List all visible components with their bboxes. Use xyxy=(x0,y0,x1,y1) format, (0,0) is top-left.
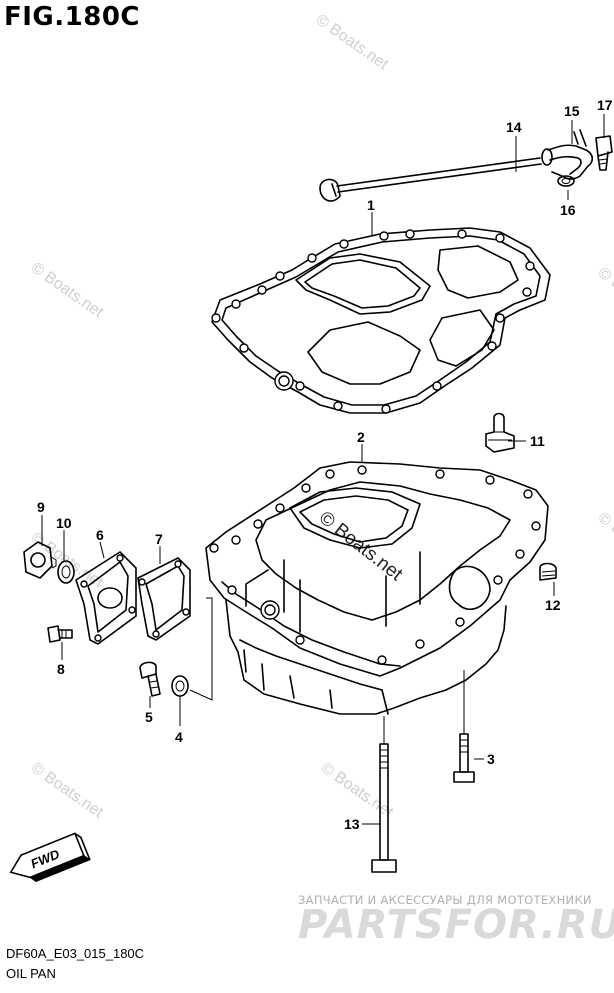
part-cover-gasket xyxy=(137,557,191,641)
part-bolt-3 xyxy=(453,733,475,783)
figure-title: FIG.180C xyxy=(4,2,141,32)
callout-9: 9 xyxy=(37,499,45,515)
callout-11: 11 xyxy=(530,433,545,449)
watermark-center-text: © Boats.net xyxy=(315,507,407,585)
part-cover-plate xyxy=(75,551,137,645)
watermark-text: © Boats.net xyxy=(28,759,107,821)
callout-8: 8 xyxy=(57,661,65,677)
watermark-text: © Boats.net xyxy=(595,509,614,571)
part-oil-pan xyxy=(205,461,549,715)
brand-tagline: ЗАПЧАСТИ И АКСЕССУАРЫ ДЛЯ МОТОТЕХНИКИ xyxy=(298,893,592,907)
brand-logo: PARTSFOR.RU xyxy=(298,902,614,948)
callout-1: 1 xyxy=(367,197,375,213)
watermark-layer: © Boats.net © Boats.net © Boats.net © Bo… xyxy=(28,11,614,821)
callout-17: 17 xyxy=(597,97,613,113)
callout-7: 7 xyxy=(155,531,163,547)
part-bolt-13 xyxy=(371,743,397,873)
watermark-text: © Boats.net xyxy=(28,259,107,321)
part-drain-plug xyxy=(23,541,57,579)
part-bolt-5 xyxy=(139,661,161,697)
watermark-text: © Boats.net xyxy=(313,11,392,73)
callout-6: 6 xyxy=(96,527,104,543)
leader-lines xyxy=(41,114,605,825)
part-dipstick-tube xyxy=(541,129,594,180)
callout-12: 12 xyxy=(545,597,561,613)
part-bolt-8 xyxy=(47,625,73,643)
part-washer-4 xyxy=(171,675,189,697)
callout-numbers: 1 2 3 4 5 6 7 8 9 10 11 12 13 14 15 16 1… xyxy=(37,97,613,832)
callout-3: 3 xyxy=(487,751,495,767)
part-gasket xyxy=(211,227,551,414)
part-dipstick xyxy=(319,157,542,202)
fwd-arrow-icon: FWD xyxy=(9,832,91,882)
callout-13: 13 xyxy=(344,816,360,832)
figure-code: DF60A_E03_015_180C xyxy=(6,946,145,961)
part-fitting xyxy=(485,412,515,453)
callout-16: 16 xyxy=(560,202,576,218)
callout-4: 4 xyxy=(175,729,183,745)
watermark-text: © Boats.net xyxy=(318,759,397,821)
callout-14: 14 xyxy=(506,119,522,135)
callout-2: 2 xyxy=(357,429,365,445)
part-bolt-17 xyxy=(595,135,613,171)
bracket-line xyxy=(189,597,213,701)
callout-15: 15 xyxy=(564,103,580,119)
figure-name: OIL PAN xyxy=(6,966,56,981)
callout-5: 5 xyxy=(145,709,153,725)
part-washer-10 xyxy=(57,560,75,584)
callout-10: 10 xyxy=(56,515,72,531)
watermark-text: © Boats.net xyxy=(595,264,614,326)
part-o-ring xyxy=(557,175,575,187)
part-plug xyxy=(539,562,557,581)
